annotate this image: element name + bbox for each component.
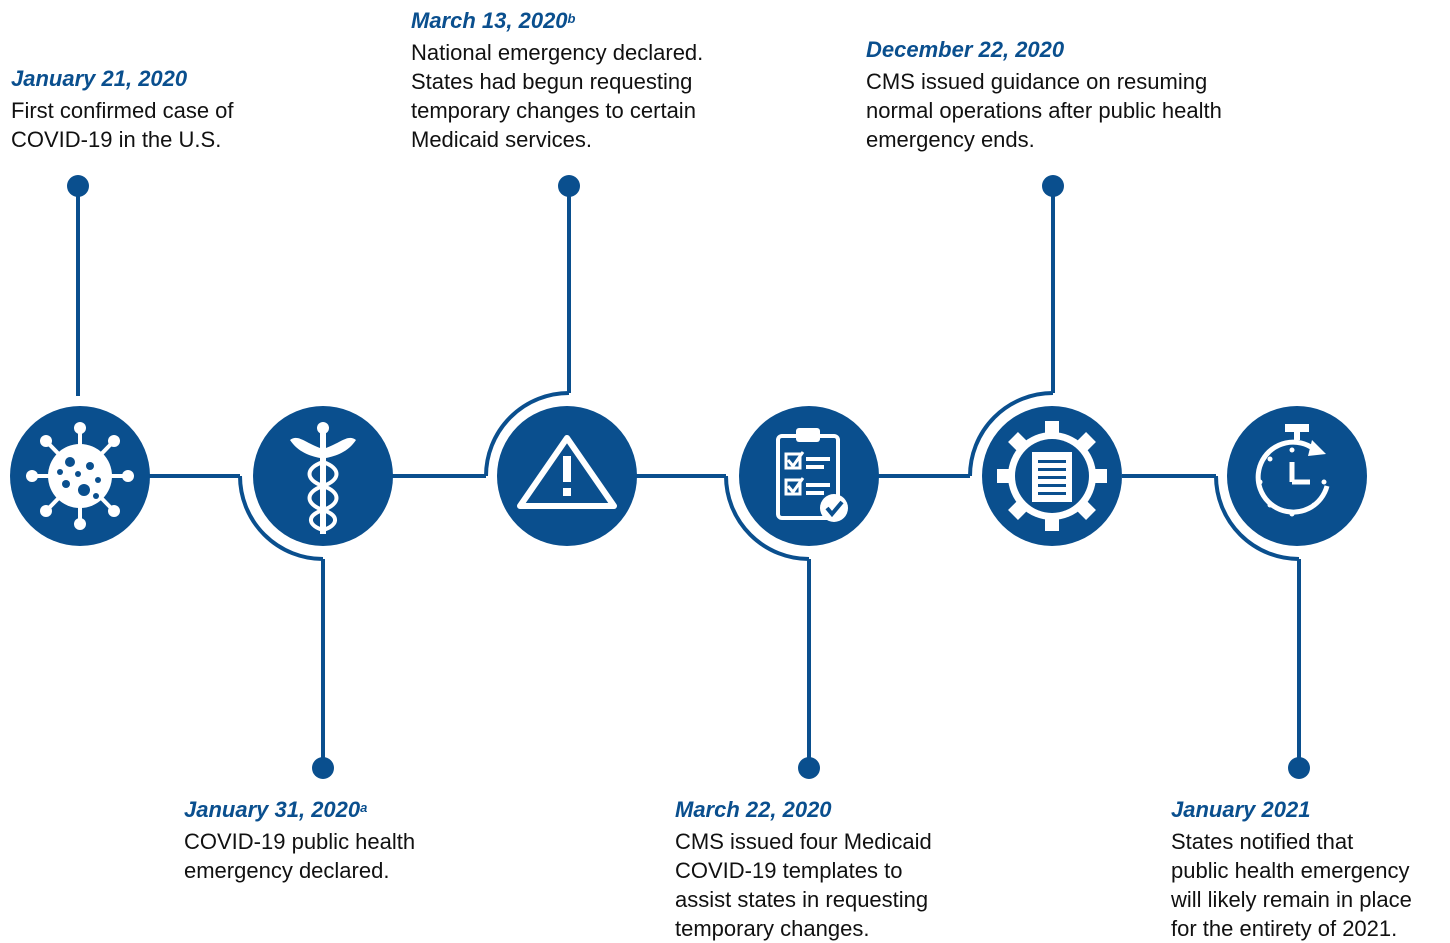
event-description: CMS issued guidance on resuming normal o… <box>866 69 1222 152</box>
footnote-marker: b <box>567 11 576 26</box>
virus-icon <box>10 406 150 546</box>
event-4: March 22, 2020 CMS issued four Medicaid … <box>675 797 932 943</box>
event-date: December 22, 2020 <box>866 37 1065 62</box>
event-date: January 31, 2020a <box>184 797 368 822</box>
event-description: CMS issued four Medicaid COVID-19 templa… <box>675 829 932 941</box>
stopwatch-icon <box>1227 406 1367 546</box>
event-description: First confirmed case of COVID-19 in the … <box>11 98 234 152</box>
event-date: January 21, 2020 <box>11 66 188 91</box>
event-description: States notified that public health emerg… <box>1171 829 1412 941</box>
gear-document-icon <box>982 406 1122 546</box>
warning-icon <box>497 406 637 546</box>
event-date: January 2021 <box>1171 797 1311 822</box>
event-1: January 21, 2020 First confirmed case of… <box>11 66 234 154</box>
event-date: March 22, 2020 <box>675 797 832 822</box>
event-description: National emergency declared. States had … <box>411 40 704 152</box>
event-description: COVID-19 public health emergency declare… <box>184 829 416 883</box>
event-3: March 13, 2020b National emergency decla… <box>411 8 703 154</box>
caduceus-icon <box>253 406 393 546</box>
clipboard-checklist-icon <box>739 406 879 546</box>
footnote-marker: a <box>360 800 368 815</box>
event-2: January 31, 2020a COVID-19 public health… <box>184 797 415 885</box>
event-6: January 2021 States notified that public… <box>1171 797 1412 943</box>
event-date: March 13, 2020b <box>411 8 576 33</box>
event-5: December 22, 2020 CMS issued guidance on… <box>866 37 1222 154</box>
